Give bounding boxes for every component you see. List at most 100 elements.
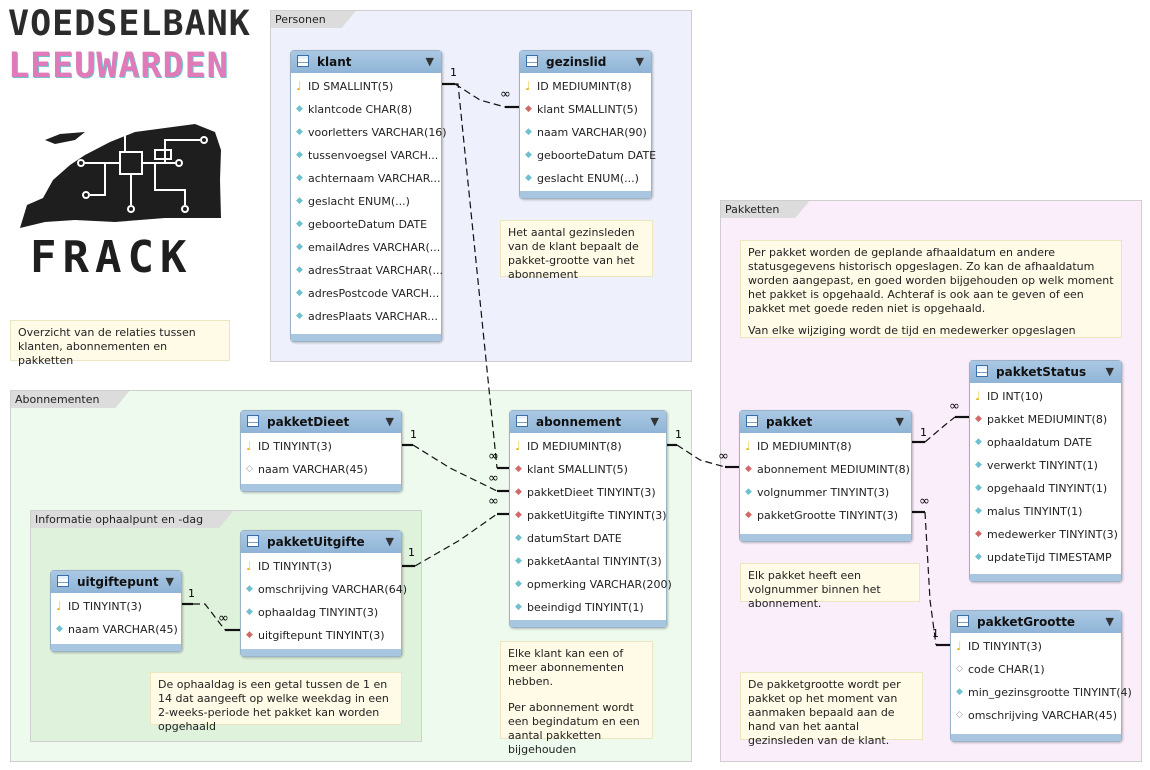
card-grootte-one: 1 bbox=[932, 627, 939, 640]
table-column-row[interactable]: ◆klant SMALLINT(5) bbox=[510, 458, 666, 481]
table-header[interactable]: pakketGrootte▼ bbox=[951, 611, 1121, 633]
note-volgnummer: Elk pakket heeft een volgnummer binnen h… bbox=[740, 563, 920, 610]
collapse-arrow-icon[interactable]: ▼ bbox=[1105, 615, 1114, 628]
table-pakketstatus[interactable]: pakketStatus▼♩ID INT(10)◆pakket MEDIUMIN… bbox=[969, 360, 1122, 582]
table-header[interactable]: pakketUitgifte▼ bbox=[241, 531, 401, 553]
table-column-row[interactable]: ♩ID MEDIUMINT(8) bbox=[740, 435, 911, 458]
table-column-row[interactable]: ♩ID TINYINT(3) bbox=[241, 555, 401, 578]
table-column-row[interactable]: ♩ID TINYINT(3) bbox=[951, 635, 1121, 658]
table-column-row[interactable]: ◆volgnummer TINYINT(3) bbox=[740, 481, 911, 504]
table-gezinslid[interactable]: gezinslid▼♩ID MEDIUMINT(8)◆klant SMALLIN… bbox=[519, 50, 656, 199]
collapse-arrow-icon[interactable]: ▼ bbox=[650, 415, 659, 428]
table-header[interactable]: pakketStatus▼ bbox=[970, 361, 1121, 383]
table-footer bbox=[520, 191, 651, 198]
table-column-row[interactable]: ♩ID TINYINT(3) bbox=[51, 595, 181, 618]
table-header[interactable]: pakketDieet ▼ bbox=[241, 411, 401, 433]
collapse-arrow-icon[interactable]: ▼ bbox=[165, 575, 174, 588]
table-column-row[interactable]: ♩ID MEDIUMINT(8) bbox=[510, 435, 666, 458]
table-column-row[interactable]: ♩ID INT(10) bbox=[970, 385, 1121, 408]
table-column-row[interactable]: ◆voorletters VARCHAR(16) bbox=[291, 121, 447, 144]
collapse-arrow-icon[interactable]: ▼ bbox=[385, 415, 394, 428]
column-icon: ◆ bbox=[975, 506, 982, 516]
table-column-row[interactable]: ◆adresPlaats VARCHAR... bbox=[291, 305, 441, 328]
column-icon: ◆ bbox=[246, 584, 253, 594]
table-column-text: pakketUitgifte TINYINT(3) bbox=[527, 509, 667, 522]
table-header[interactable]: klant▼ bbox=[291, 51, 441, 73]
table-columns: ♩ID TINYINT(3)◇code CHAR(1)◆min_gezinsgr… bbox=[951, 633, 1132, 727]
table-column-row[interactable]: ◆uitgiftepunt TINYINT(3) bbox=[241, 624, 401, 647]
collapse-arrow-icon[interactable]: ▼ bbox=[1105, 365, 1114, 378]
table-column-row[interactable]: ◆klantcode CHAR(8) bbox=[291, 98, 441, 121]
table-column-text: pakket MEDIUMINT(8) bbox=[987, 413, 1108, 426]
table-column-row[interactable]: ◆emailAdres VARCHAR(... bbox=[291, 236, 441, 259]
table-column-row[interactable]: ♩ID SMALLINT(5) bbox=[291, 75, 441, 98]
table-column-row[interactable]: ◆medewerker TINYINT(3) bbox=[970, 523, 1121, 546]
table-column-row[interactable]: ◆malus TINYINT(1) bbox=[970, 500, 1121, 523]
table-column-text: omschrijving VARCHAR(64) bbox=[258, 583, 407, 596]
table-column-row[interactable]: ◇omschrijving VARCHAR(45) bbox=[951, 704, 1121, 727]
table-column-row[interactable]: ◆min_gezinsgrootte TINYINT(4) bbox=[951, 681, 1132, 704]
table-column-row[interactable]: ◇naam VARCHAR(45) bbox=[241, 458, 401, 481]
table-column-row[interactable]: ◆ophaaldatum DATE bbox=[970, 431, 1121, 454]
collapse-arrow-icon[interactable]: ▼ bbox=[895, 415, 904, 428]
table-column-row[interactable]: ◆opgehaald TINYINT(1) bbox=[970, 477, 1121, 500]
table-column-row[interactable]: ◆adresPostcode VARCH... bbox=[291, 282, 441, 305]
table-column-row[interactable]: ◆verwerkt TINYINT(1) bbox=[970, 454, 1121, 477]
table-column-row[interactable]: ◆pakketUitgifte TINYINT(3) bbox=[510, 504, 667, 527]
table-name: pakketDieet bbox=[267, 415, 350, 429]
card-abonnement-klant-many: ∞ bbox=[488, 449, 499, 464]
column-icon: ◆ bbox=[975, 460, 982, 470]
table-column-row[interactable]: ◆datumStart DATE bbox=[510, 527, 666, 550]
table-header[interactable]: gezinslid▼ bbox=[520, 51, 651, 73]
card-status-many: ∞ bbox=[949, 399, 960, 414]
table-column-text: pakketDieet TINYINT(3) bbox=[527, 486, 656, 499]
table-column-row[interactable]: ◇code CHAR(1) bbox=[951, 658, 1121, 681]
table-header[interactable]: abonnement▼ bbox=[510, 411, 666, 433]
card-pakket-many: ∞ bbox=[718, 449, 729, 464]
table-header[interactable]: uitgiftepunt▼ bbox=[51, 571, 181, 593]
table-column-row[interactable]: ◆geboorteDatum DATE bbox=[520, 144, 656, 167]
table-column-row[interactable]: ◆ophaaldag TINYINT(3) bbox=[241, 601, 401, 624]
table-column-row[interactable]: ◆pakket MEDIUMINT(8) bbox=[970, 408, 1121, 431]
table-uitgiftepunt[interactable]: uitgiftepunt▼♩ID TINYINT(3)◆naam VARCHAR… bbox=[50, 570, 182, 652]
table-pakketdieet[interactable]: pakketDieet ▼ ♩ID TINYINT(3)◇naam VARCHAR(… bbox=[240, 410, 402, 492]
table-column-row[interactable]: ◆pakketDieet TINYINT(3) bbox=[510, 481, 666, 504]
table-column-row[interactable]: ♩ID MEDIUMINT(8) bbox=[520, 75, 651, 98]
table-column-row[interactable]: ◆adresStraat VARCHAR(... bbox=[291, 259, 443, 282]
table-column-row[interactable]: ◆ omschrijving VARCHAR(64) bbox=[241, 578, 407, 601]
table-pakket[interactable]: pakket▼♩ID MEDIUMINT(8)◆abonnement MEDIU… bbox=[739, 410, 912, 542]
collapse-arrow-icon[interactable]: ▼ bbox=[425, 55, 434, 68]
table-column-row[interactable]: ◆naam VARCHAR(45) bbox=[51, 618, 181, 641]
table-column-row[interactable]: ◆beeindigd TINYINT(1) bbox=[510, 596, 666, 619]
note-volgnummer-text: Elk pakket heeft een volgnummer binnen h… bbox=[748, 569, 881, 610]
collapse-arrow-icon[interactable]: ▼ bbox=[635, 55, 644, 68]
table-column-row[interactable]: ◆opmerking VARCHAR(200) bbox=[510, 573, 672, 596]
table-column-text: ID INT(10) bbox=[987, 390, 1043, 403]
table-column-text: ophaaldag TINYINT(3) bbox=[258, 606, 379, 619]
table-column-text: geslacht ENUM(...) bbox=[537, 172, 639, 185]
table-column-row[interactable]: ♩ID TINYINT(3) bbox=[241, 435, 401, 458]
table-abonnement[interactable]: abonnement▼♩ID MEDIUMINT(8)◆klant SMALLI… bbox=[509, 410, 672, 628]
table-column-text: adresPlaats VARCHAR... bbox=[308, 310, 438, 323]
table-column-row[interactable]: ◆pakketAantal TINYINT(3) bbox=[510, 550, 666, 573]
table-pakketuitgifte[interactable]: pakketUitgifte▼♩ID TINYINT(3) ◆ omschrijvi… bbox=[240, 530, 407, 657]
table-column-row[interactable]: ◆geboorteDatum DATE bbox=[291, 213, 441, 236]
table-klant[interactable]: klant▼♩ID SMALLINT(5)◆klantcode CHAR(8)◆… bbox=[290, 50, 447, 342]
table-column-row[interactable]: ◆abonnement MEDIUMINT(8) bbox=[740, 458, 911, 481]
table-column-row[interactable]: ◆tussenvoegsel VARCH... bbox=[291, 144, 441, 167]
table-columns: ♩ID MEDIUMINT(8)◆klant SMALLINT(5)◆pakke… bbox=[510, 433, 672, 619]
table-pakketgrootte[interactable]: pakketGrootte▼♩ID TINYINT(3)◇code CHAR(1… bbox=[950, 610, 1132, 742]
table-column-row[interactable]: ◆updateTijd TIMESTAMP bbox=[970, 546, 1121, 569]
collapse-arrow-icon[interactable]: ▼ bbox=[385, 535, 394, 548]
table-column-text: adresStraat VARCHAR(... bbox=[308, 264, 443, 277]
card-pakket-grootte-many: ∞ bbox=[919, 494, 930, 509]
table-column-text: pakketGrootte TINYINT(3) bbox=[757, 509, 898, 522]
table-column-row[interactable]: ◆pakketGrootte TINYINT(3) bbox=[740, 504, 911, 527]
table-header[interactable]: pakket▼ bbox=[740, 411, 911, 433]
table-column-row[interactable]: ◆naam VARCHAR(90) bbox=[520, 121, 651, 144]
table-column-text: omschrijving VARCHAR(45) bbox=[968, 709, 1117, 722]
table-column-row[interactable]: ◆geslacht ENUM(...) bbox=[291, 190, 441, 213]
table-column-row[interactable]: ◆geslacht ENUM(...) bbox=[520, 167, 651, 190]
table-column-row[interactable]: ◆achternaam VARCHAR... bbox=[291, 167, 441, 190]
table-column-row[interactable]: ◆klant SMALLINT(5) bbox=[520, 98, 651, 121]
